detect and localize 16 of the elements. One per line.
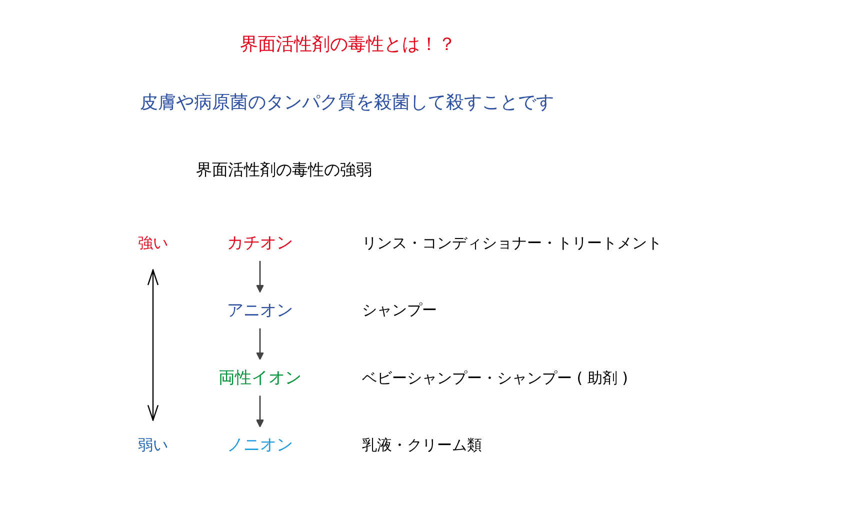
product-note: 乳液・クリーム類 [362,436,482,456]
node-text: アニオン [226,300,294,320]
subtitle: 皮膚や病原菌のタンパク質を殺菌して殺すことです [140,91,554,114]
scale-label: 弱い [138,436,168,456]
node-text: 両性イオン [218,368,302,388]
section-heading: 界面活性剤の毒性の強弱 [196,160,372,181]
arrow [256,396,264,428]
product-note: リンス・コンディショナー・トリートメント [362,234,662,253]
node-text: ノニオン [226,435,294,455]
node-text: カチオン [226,233,294,253]
arrow [256,260,264,293]
arrow [256,328,264,360]
title: 界面活性剤の毒性とは！？ [240,33,456,56]
scale-label: 強い [138,234,168,253]
product-note: シャンプー [362,301,437,320]
product-note: ベビーシャンプー・シャンプー ( 助剤 ) [362,368,628,388]
